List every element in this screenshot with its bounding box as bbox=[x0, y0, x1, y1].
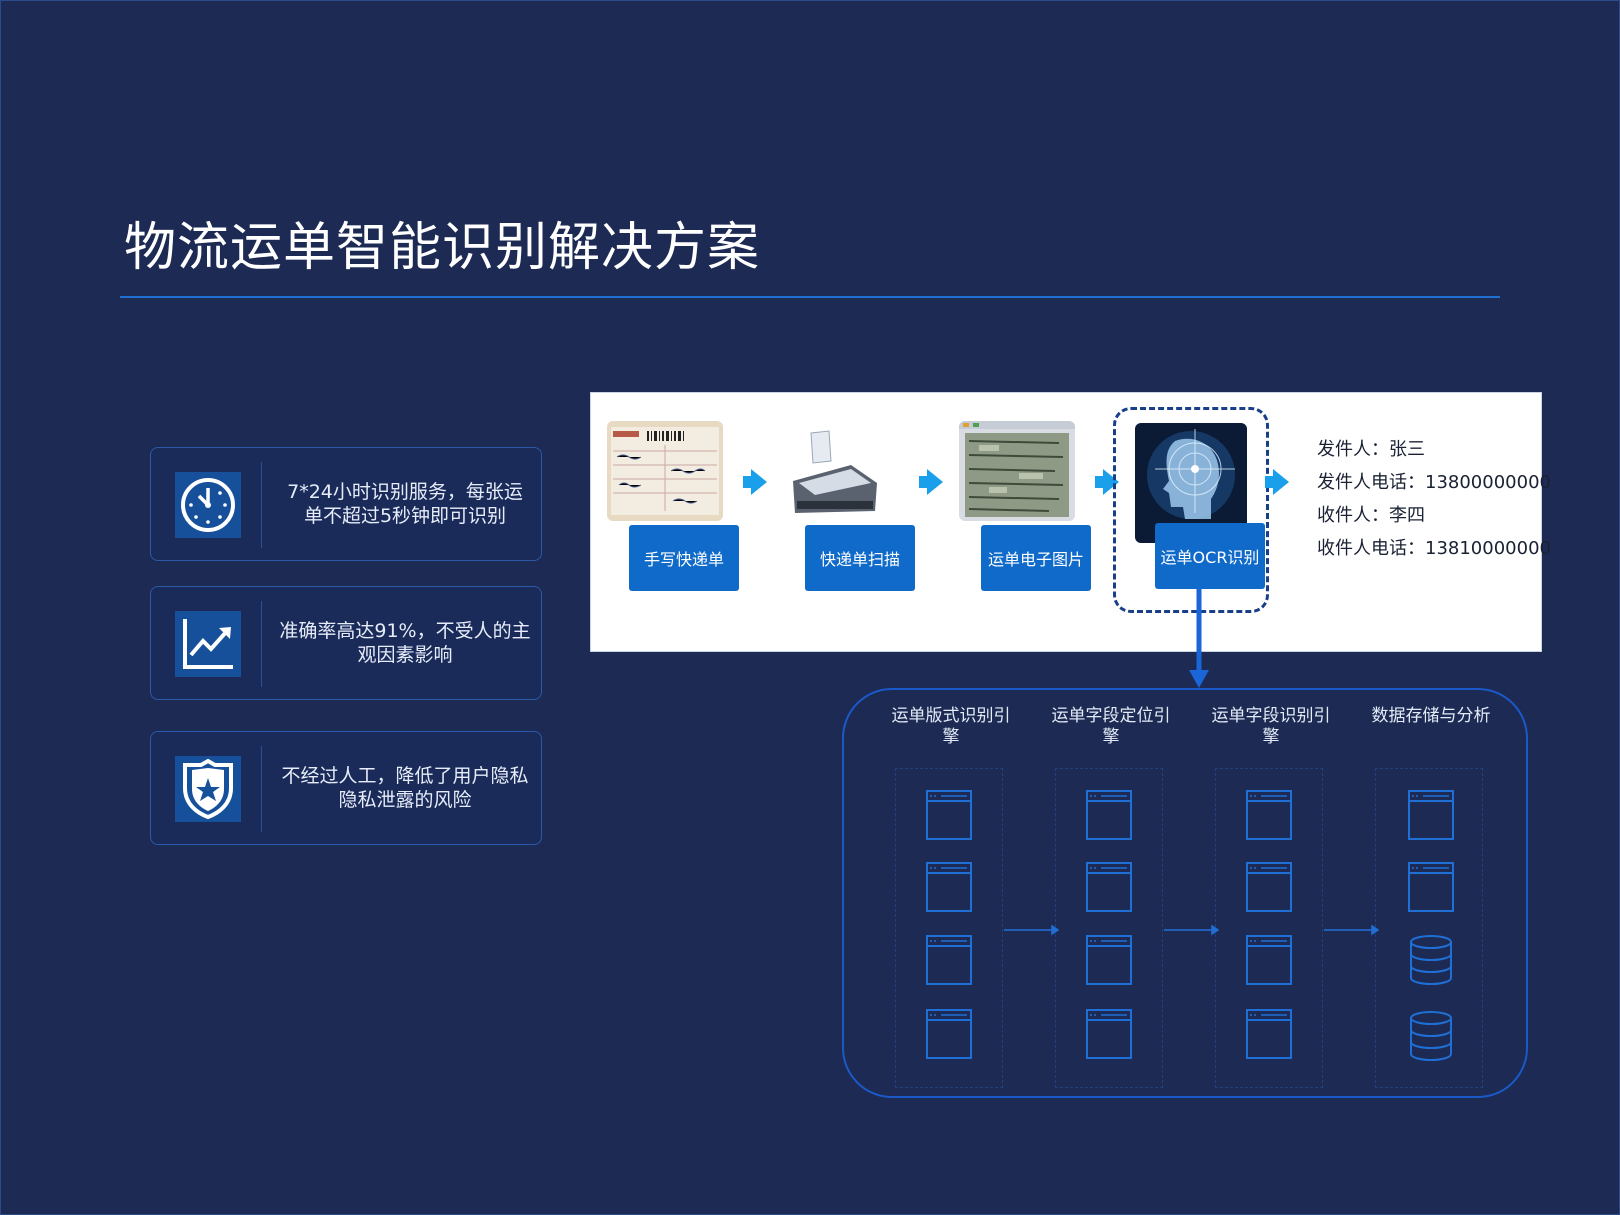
handwritten-waybill-photo bbox=[607, 421, 723, 521]
window-icon bbox=[926, 862, 972, 912]
window-icon bbox=[1246, 790, 1292, 840]
engine-title-layout: 运单版式识别引擎 bbox=[891, 706, 1011, 747]
window-icon bbox=[1246, 862, 1292, 912]
window-icon bbox=[1086, 862, 1132, 912]
window-icon bbox=[1086, 790, 1132, 840]
feature-card-speed: 7*24小时识别服务，每张运单不超过5秒钟即可识别 bbox=[150, 447, 542, 561]
feature-text: 7*24小时识别服务，每张运单不超过5秒钟即可识别 bbox=[287, 481, 523, 527]
step-label-image: 运单电子图片 bbox=[981, 525, 1091, 591]
shield-star-icon bbox=[175, 756, 241, 822]
window-icon bbox=[926, 790, 972, 840]
feature-text: 不经过人工，降低了用户隐私隐私泄露的风险 bbox=[281, 765, 529, 811]
engine-column-layout bbox=[895, 768, 1003, 1088]
window-icon bbox=[1246, 1009, 1292, 1059]
trend-chart-icon bbox=[175, 611, 241, 677]
step-label-ocr: 运单OCR识别 bbox=[1155, 523, 1265, 589]
result-line: 收件人：李四 bbox=[1317, 505, 1425, 526]
result-line: 发件人电话：13800000000 bbox=[1317, 472, 1551, 493]
ocr-highlight-box bbox=[1113, 407, 1269, 613]
engine-title-locate: 运单字段定位引擎 bbox=[1051, 706, 1171, 747]
divider bbox=[261, 462, 262, 548]
divider bbox=[261, 746, 262, 832]
window-icon bbox=[926, 1009, 972, 1059]
waybill-scan-screenshot bbox=[959, 421, 1075, 521]
window-icon bbox=[1408, 862, 1454, 912]
divider bbox=[261, 601, 262, 687]
window-icon bbox=[1086, 1009, 1132, 1059]
arrow-right-icon bbox=[1265, 469, 1289, 495]
window-icon bbox=[926, 935, 972, 985]
arrow-right-icon bbox=[1324, 924, 1380, 936]
database-icon bbox=[1410, 1011, 1452, 1061]
page-title: 物流运单智能识别解决方案 bbox=[124, 218, 761, 278]
scanner-photo bbox=[785, 421, 901, 521]
engine-frame bbox=[842, 688, 1528, 1098]
result-line: 收件人电话：13810000000 bbox=[1317, 538, 1551, 559]
engine-title-storage: 数据存储与分析 bbox=[1371, 706, 1491, 726]
result-line: 发件人：张三 bbox=[1317, 439, 1425, 460]
window-icon bbox=[1408, 790, 1454, 840]
step-label-scan: 快递单扫描 bbox=[805, 525, 915, 591]
recognition-results: 发件人：张三 发件人电话：13800000000 收件人：李四 收件人电话：13… bbox=[1317, 433, 1551, 565]
engine-title-recognize: 运单字段识别引擎 bbox=[1211, 706, 1331, 747]
title-underline bbox=[120, 296, 1500, 298]
arrow-right-icon bbox=[1164, 924, 1220, 936]
feature-card-privacy: 不经过人工，降低了用户隐私隐私泄露的风险 bbox=[150, 731, 542, 845]
step-label-handwritten: 手写快递单 bbox=[629, 525, 739, 591]
feature-card-accuracy: 准确率高达91%，不受人的主观因素影响 bbox=[150, 586, 542, 700]
arrow-down-icon bbox=[1189, 588, 1209, 688]
arrow-right-icon bbox=[1004, 924, 1060, 936]
feature-text: 准确率高达91%，不受人的主观因素影响 bbox=[279, 620, 531, 666]
database-icon bbox=[1410, 935, 1452, 985]
window-icon bbox=[1246, 935, 1292, 985]
arrow-right-icon bbox=[919, 469, 943, 495]
process-panel: 手写快递单 快递单扫描 运单电子图片 bbox=[590, 392, 1551, 652]
clock-icon bbox=[175, 472, 241, 538]
arrow-right-icon bbox=[743, 469, 767, 495]
window-icon bbox=[1086, 935, 1132, 985]
